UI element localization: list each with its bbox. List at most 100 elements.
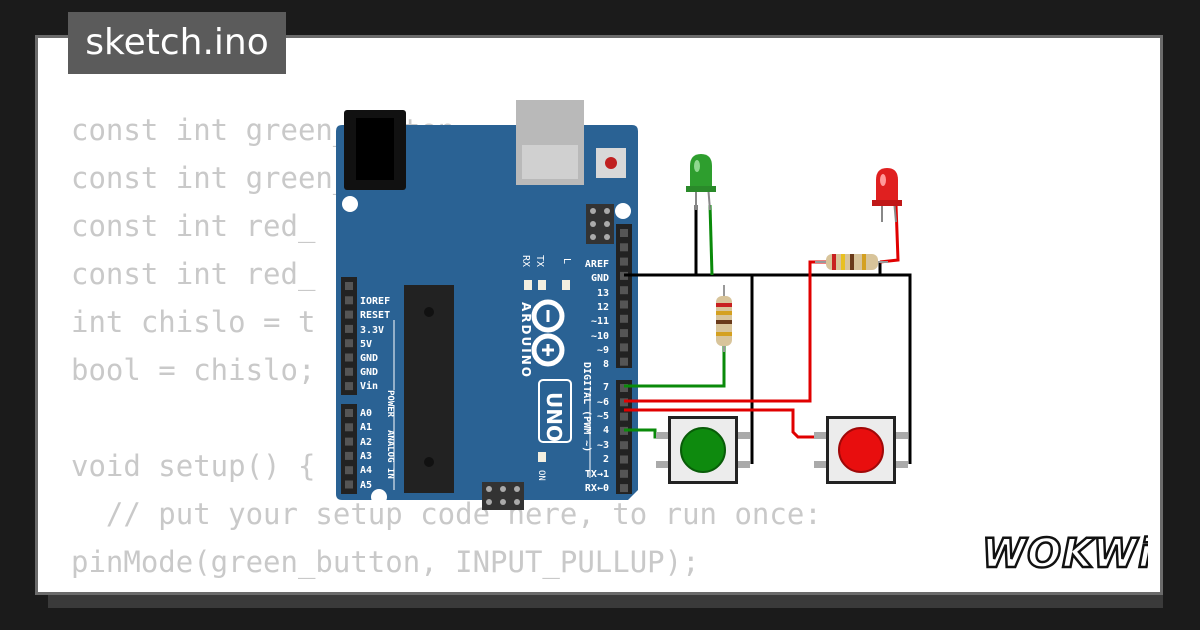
- header-pin[interactable]: [345, 339, 353, 348]
- pin-label: A4: [360, 465, 372, 476]
- header-pin[interactable]: [620, 329, 628, 338]
- mounting-hole: [615, 203, 631, 219]
- arduino-brand-text: ARDUINO: [519, 302, 533, 379]
- pin-label: ~6: [597, 397, 609, 408]
- on-label: ON: [536, 470, 546, 481]
- wire-green-led-anode[interactable]: [708, 204, 714, 276]
- header-pin[interactable]: [345, 324, 353, 333]
- header-pin[interactable]: [620, 243, 628, 252]
- pin-label: A3: [360, 451, 372, 462]
- power-section-label: POWER: [385, 390, 395, 418]
- pin-label: 2: [603, 454, 609, 465]
- header-pin[interactable]: [345, 451, 353, 460]
- code-line: void setup() {: [71, 449, 316, 483]
- header-pin[interactable]: [345, 382, 353, 391]
- l-led: [562, 280, 570, 290]
- header-pin[interactable]: [345, 409, 353, 417]
- header-pin[interactable]: [620, 257, 628, 266]
- pin-label: A1: [360, 422, 372, 433]
- header-pin[interactable]: [620, 455, 628, 464]
- pin-label: ~5: [597, 411, 609, 422]
- header-pin[interactable]: [345, 423, 353, 432]
- pin-label: AREF: [585, 259, 609, 270]
- mounting-hole: [342, 196, 358, 212]
- resistor-vertical[interactable]: [716, 285, 732, 352]
- pin-label: A5: [360, 480, 372, 491]
- code-line: pinMode(green_button, INPUT_PULLUP);: [71, 545, 700, 579]
- pin-label: A0: [360, 408, 372, 419]
- pin-label: 4: [603, 425, 609, 436]
- wokwi-logo[interactable]: WOKWi: [978, 525, 1148, 579]
- header-pin[interactable]: [620, 300, 628, 309]
- red-led[interactable]: [872, 168, 902, 223]
- header-pin[interactable]: [345, 296, 353, 305]
- header-pin[interactable]: [620, 412, 628, 421]
- pin-label: GND: [360, 353, 378, 364]
- wire-gnd[interactable]: [624, 273, 912, 464]
- code-line: bool = chislo;: [71, 353, 316, 387]
- pin-label: GND: [591, 273, 609, 284]
- code-line: const int red_: [71, 257, 316, 291]
- pin-label: ~11: [591, 316, 609, 327]
- pin-label: 12: [597, 302, 609, 313]
- header-pin[interactable]: [620, 357, 628, 366]
- header-pin[interactable]: [620, 314, 628, 323]
- header-pin[interactable]: [345, 437, 353, 446]
- header-pin[interactable]: [345, 282, 353, 290]
- tx-led: [538, 280, 546, 290]
- header-pin[interactable]: [620, 484, 628, 493]
- header-pin[interactable]: [620, 441, 628, 450]
- pin-label: IOREF: [360, 296, 390, 307]
- uno-badge: [538, 379, 572, 443]
- icsp-header: [482, 482, 524, 510]
- code-line: const int green_: [71, 161, 351, 195]
- tx-label: TX: [534, 255, 545, 267]
- rx-label: RX: [520, 255, 531, 267]
- header-pin[interactable]: [620, 384, 628, 392]
- power-header: [341, 277, 357, 395]
- header-pin[interactable]: [345, 310, 353, 319]
- header-pin[interactable]: [345, 353, 353, 362]
- header-pin[interactable]: [345, 466, 353, 475]
- green-led[interactable]: [686, 154, 716, 211]
- wire-pin5[interactable]: [624, 408, 818, 439]
- mounting-hole: [371, 489, 387, 505]
- resistor-horizontal[interactable]: [815, 254, 888, 270]
- pin-label: RX←0: [585, 483, 609, 494]
- pin-label: 3.3V: [360, 325, 384, 336]
- pin-label: TX→1: [585, 469, 609, 480]
- header-pin[interactable]: [620, 343, 628, 352]
- pin-label: 8: [603, 359, 609, 370]
- pin-label: ~10: [591, 331, 609, 342]
- pin-label: RESET: [360, 310, 390, 321]
- pin-label: Vin: [360, 380, 378, 392]
- wokwi-logo-text: WOKWi: [982, 531, 1148, 577]
- header-pin[interactable]: [620, 229, 628, 237]
- pin-label: GND: [360, 367, 378, 378]
- wire-pin7[interactable]: [624, 345, 726, 388]
- pin-label: 5V: [360, 339, 372, 350]
- pin-label: 13: [597, 288, 609, 299]
- on-led: [538, 452, 546, 462]
- uno-label: UNO: [542, 392, 566, 442]
- analog-section-label: ANALOG IN: [385, 430, 395, 479]
- icsp-header: [586, 204, 614, 244]
- pin-label: A2: [360, 437, 372, 448]
- digital-section-label: DIGITAL (PWM ~): [581, 362, 592, 452]
- green-pushbutton[interactable]: [656, 416, 750, 484]
- header-pin[interactable]: [620, 469, 628, 478]
- pin-label: 7: [603, 382, 609, 393]
- header-pin[interactable]: [620, 286, 628, 295]
- arduino-uno-board[interactable]: IOREF RESET 3.3V 5V GND GND Vin A0 A1 A2…: [336, 100, 638, 510]
- pin-label: ~3: [597, 440, 609, 451]
- red-pushbutton[interactable]: [814, 416, 908, 484]
- code-line: int chislo = t: [71, 305, 316, 339]
- header-pin[interactable]: [345, 480, 353, 489]
- code-line: const int red_: [71, 209, 316, 243]
- pin-label: ~9: [597, 345, 609, 356]
- l-label: L: [561, 258, 572, 264]
- arduino-infinity-logo: [531, 299, 565, 367]
- project-title[interactable]: sketch.ino: [68, 12, 286, 74]
- header-pin[interactable]: [345, 367, 353, 376]
